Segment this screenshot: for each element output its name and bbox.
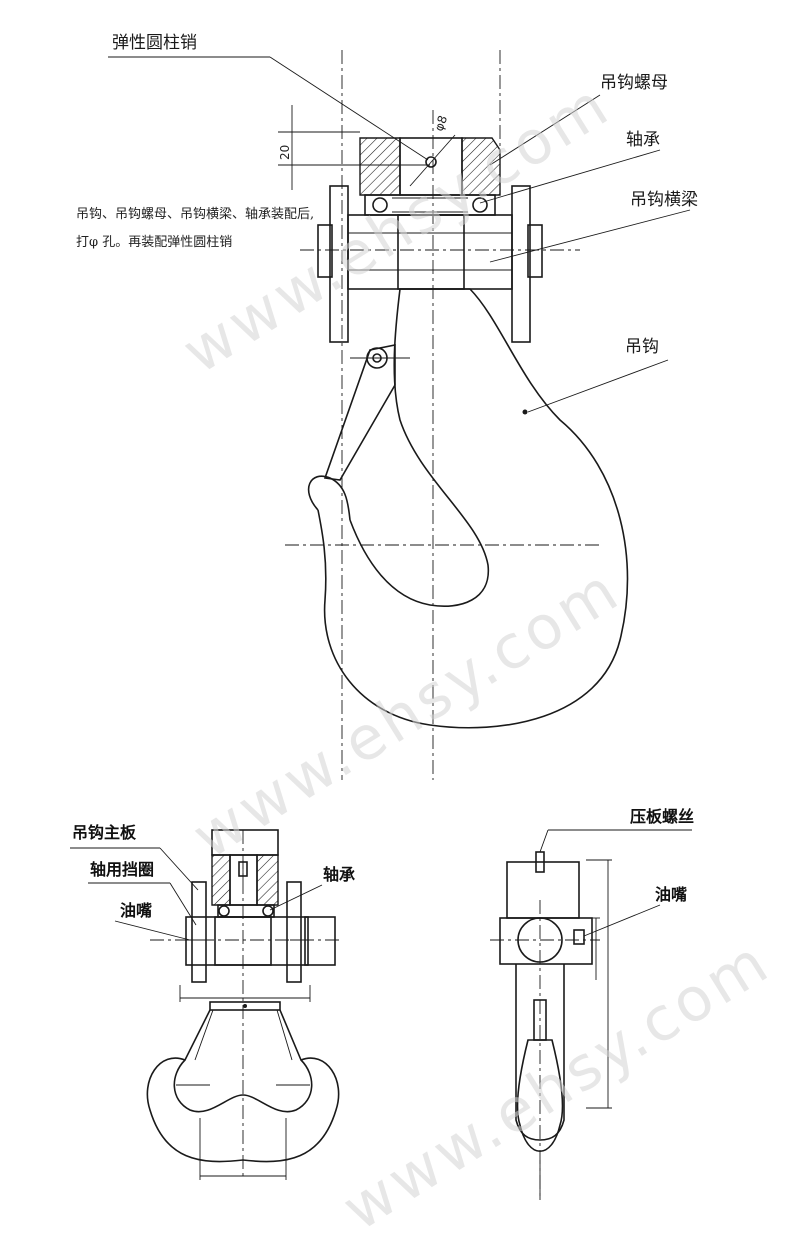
dimension-20: 20 [278,105,430,190]
label-press-plate-screw: 压板螺丝 [630,807,694,826]
assembly-note-line2: 打φ 孔。再装配弹性圆柱销 [76,235,232,250]
watermark-top: www.ehsy.com [171,69,623,388]
assembly-note-line1: 吊钩、吊钩螺母、吊钩横梁、轴承装配后, [76,207,314,222]
main-hook-view: 20 φ8 [108,50,691,780]
label-bearing-bottom: 轴承 [323,865,355,884]
label-hook-nut: 吊钩螺母 [600,73,668,93]
label-oil-nipple-right: 油嘴 [655,885,687,904]
label-oil-nipple-left: 油嘴 [120,901,152,920]
label-hook: 吊钩 [625,337,659,357]
label-hook-beam: 吊钩横梁 [630,190,698,210]
dimension-20-label: 20 [278,145,292,160]
front-view-drawing [70,829,340,1180]
dimension-phi8-label: φ8 [432,114,450,133]
watermark-bottom: www.ehsy.com [331,926,783,1236]
watermark-middle: www.ehsy.com [181,554,633,873]
label-elastic-pin: 弹性圆柱销 [112,33,197,53]
label-shaft-retaining-ring: 轴用挡圈 [90,860,154,879]
label-bearing-top: 轴承 [626,130,660,150]
label-hook-main-plate: 吊钩主板 [72,823,137,842]
side-view-drawing [490,829,692,1200]
